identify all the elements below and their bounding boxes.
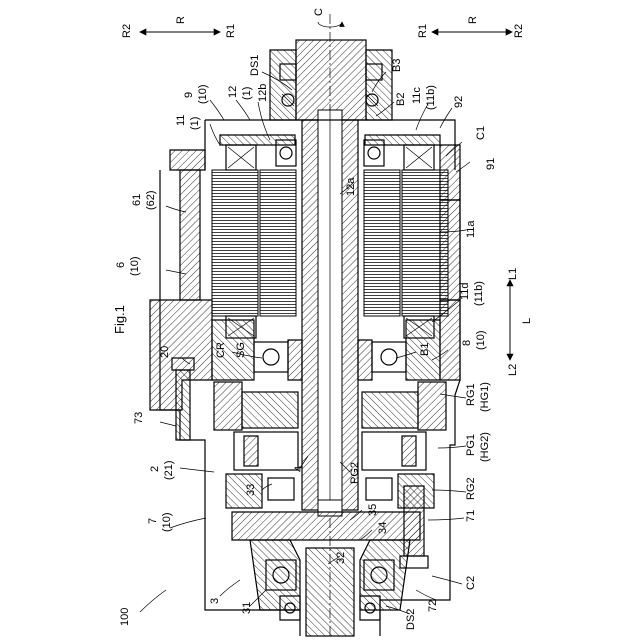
label-4: 4 <box>293 466 305 472</box>
label-10-c: (10) <box>475 330 487 350</box>
label-1-a: (1) <box>241 87 253 100</box>
dir-tr-left: R1 <box>417 24 429 38</box>
figure-title-group: Fig.1 100 <box>112 305 131 626</box>
label-pg2: PG2 <box>349 462 361 484</box>
stator-right <box>402 145 448 338</box>
assembly-ref: 100 <box>119 608 131 626</box>
dir-axial-lower: L2 <box>507 364 519 376</box>
rotor-left <box>260 170 296 316</box>
dir-tl-left: R2 <box>121 24 133 38</box>
dir-tr-right: R2 <box>513 24 525 38</box>
label-cr: CR <box>215 342 227 358</box>
label-rg1: RG1 <box>465 383 477 406</box>
label-rg2: RG2 <box>465 477 477 500</box>
label-9: 9 <box>183 92 195 98</box>
bolt-71 <box>400 486 428 568</box>
label-sg: SG <box>235 342 247 358</box>
label-10-d: (10) <box>161 512 173 532</box>
dir-tl-right: R1 <box>225 24 237 38</box>
label-91: 91 <box>485 158 497 170</box>
dir-tr-center: R <box>467 16 479 24</box>
label-11b-mid: (11b) <box>473 281 485 306</box>
label-12b: 12b <box>257 84 269 102</box>
dir-axial-upper: L1 <box>507 268 519 280</box>
label-6: 6 <box>115 262 127 268</box>
label-12: 12 <box>227 86 239 98</box>
axis-label-c: C <box>313 8 325 16</box>
output-shaft <box>296 40 366 636</box>
label-11b-top: (11b) <box>425 85 437 110</box>
dir-tl-center: R <box>175 16 187 24</box>
stator-left <box>212 145 258 338</box>
label-8: 8 <box>461 340 473 346</box>
label-21: (21) <box>163 460 175 480</box>
label-20: 20 <box>159 346 171 358</box>
label-73: 73 <box>133 412 145 424</box>
label-b3: B3 <box>391 59 403 72</box>
label-ds1: DS1 <box>249 55 261 76</box>
label-92: 92 <box>453 96 465 108</box>
label-11: 11 <box>175 115 187 126</box>
label-hg2: (HG2) <box>479 432 491 462</box>
label-72: 72 <box>427 600 439 612</box>
label-11c: 11c <box>411 87 423 104</box>
label-33: 33 <box>245 484 257 496</box>
label-hg1: (HG1) <box>479 382 491 412</box>
label-2: 2 <box>149 466 161 472</box>
label-c2: C2 <box>465 576 477 590</box>
label-62: (62) <box>145 190 157 210</box>
label-11a: 11a <box>465 220 477 238</box>
label-34: 34 <box>377 522 389 534</box>
dir-axial-center: L <box>521 318 533 324</box>
label-1-b: (1) <box>189 117 201 130</box>
label-ds2: DS2 <box>405 609 417 630</box>
label-c1: C1 <box>475 126 487 140</box>
label-61: 61 <box>131 194 143 206</box>
label-10-a: (10) <box>197 84 209 104</box>
label-31: 31 <box>241 602 253 614</box>
rotor-right <box>364 170 400 316</box>
label-b2: B2 <box>395 93 407 106</box>
label-12a: 12a <box>345 177 357 196</box>
label-32: 32 <box>335 552 347 564</box>
label-7: 7 <box>147 518 159 524</box>
label-71: 71 <box>465 510 477 522</box>
label-b1: B1 <box>419 343 431 356</box>
label-11d: 11d <box>459 282 471 300</box>
label-10-b: (10) <box>129 256 141 276</box>
label-35: 35 <box>367 504 379 516</box>
label-3: 3 <box>209 598 221 604</box>
figure-title: Fig.1 <box>112 305 127 334</box>
label-pg1: PG1 <box>465 434 477 456</box>
